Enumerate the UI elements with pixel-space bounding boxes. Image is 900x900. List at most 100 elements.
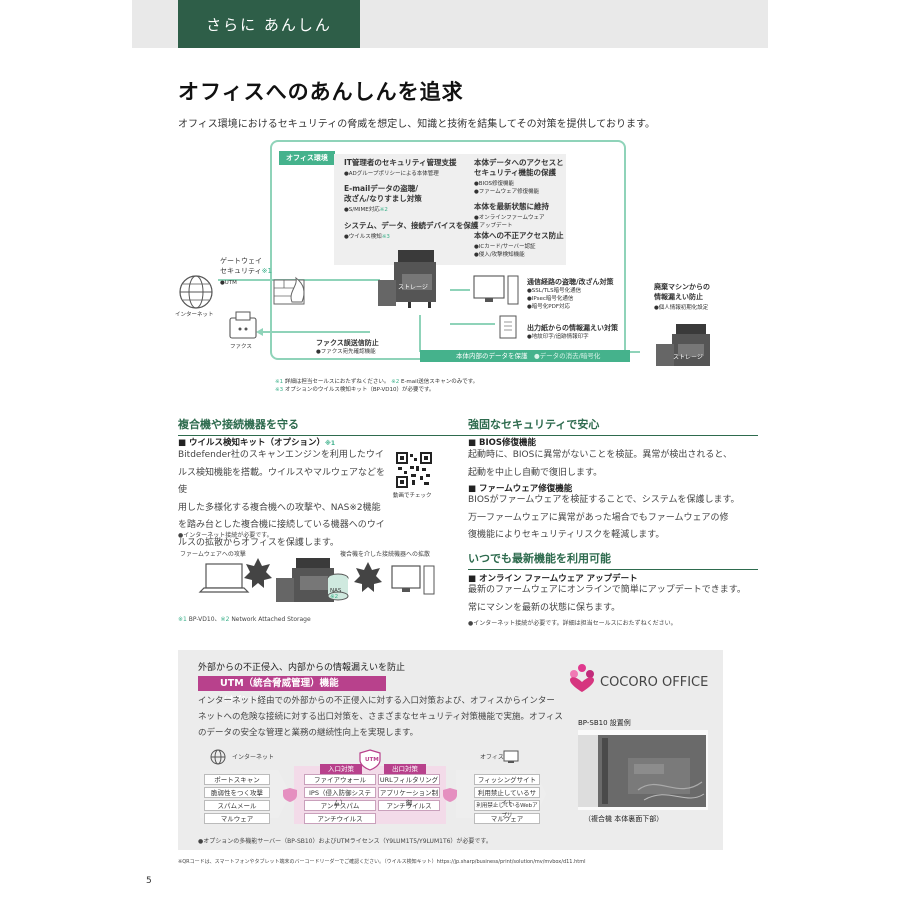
fw-subheading: ■ ファームウェア修復機能 [468,484,573,494]
it-admin-block: IT管理者のセキュリティ管理支援 ●ADグループポリシーによる本体管理 [344,158,456,178]
comm-title: 通信経路の盗聴/改ざん対策 [527,278,614,286]
fw-text: BIOSがファームウェアを検証することで、システムを保護します。 万一ファームウ… [468,492,740,545]
utm-heading: 外部からの不正侵入、内部からの情報漏えいを防止 [198,663,406,673]
virus-kit-subheading: ■ ウイルス検知キット（オプション） [178,438,325,448]
note-mark: ※2 [391,379,400,385]
mfp-center-icon [378,250,436,308]
left-net-note: ●インターネット接続が必要です。 [178,532,273,539]
fax-prevent-block: ファクス誤送信防止 ●ファクス宛先確認機能 [316,338,379,356]
nas-label: NAS※2 [330,588,341,600]
threat-item: スパムメール [204,800,270,811]
storage-bar: 本体内部のデータを保護 ●データの消去/暗号化 [420,350,630,362]
note-text: 詳細は担当セールスにおたずねください。 [283,379,392,385]
threat-item: マルウェア [204,813,270,824]
comm-block: 通信経路の盗聴/改ざん対策 ●SSL/TLS暗号化通信 ●IPsec暗号化通信 … [527,277,614,311]
access-block: 本体データへのアクセスと セキュリティ機能の保護 ●BIOS修復機能 ●ファーム… [474,158,564,196]
para-line: インターネット経由での外部からの不正侵入に対する入口対策および、オフィスからイン… [198,696,555,706]
para-line: 最新のファームウェアにオンラインで簡単にアップデートできます。 [468,585,746,595]
foot-mark: ※2 [220,616,230,623]
access-title-2: セキュリティ機能の保護 [474,168,557,177]
nas-text: NAS [330,588,342,594]
print-title: 出力紙からの情報漏えい対策 [527,324,618,332]
monitor-icon [503,750,519,763]
comm-item-1: ●SSL/TLS暗号化通信 [527,288,582,294]
threats-left-list: ポートスキャン 脆弱性をつく攻撃 スパムメール マルウェア [204,774,270,824]
bios-text: 起動時に、BIOSに異常がないことを検証。異常が検出されると、 起動を中止し自動… [468,447,732,482]
utm-title: UTM（統合脅威管理）機能 [220,678,339,689]
online-subheading: ■ オンライン ファームウェア アップデート [468,574,638,584]
lead-text: オフィス環境におけるセキュリティの脅威を想定し、知識と技術を結集してその対策を提… [178,119,655,130]
system-block: システム、データ、接続デバイスを保護 ●ウイルス検知※3 [344,221,478,241]
storage-label: ストレージ [398,284,428,291]
attack-device-label: 複合機を介した接続機器への拡散 [340,551,431,558]
measure-item: URLフィルタリング [378,774,440,785]
utm-note: ●オプションの多機能サーバー（BP-SB10）およびUTMライセンス（Y9LUM… [198,838,492,845]
para-line: 万一ファームウェアに異常があった場合でもファームウェアの修 [468,512,729,523]
foot-mark: ※1 [178,616,187,623]
utm-badge: UTM [365,757,379,763]
threat-item: ポートスキャン [204,774,270,785]
it-admin-item: ●ADグループポリシーによる本体管理 [344,171,439,177]
bp-sb10-photo [578,730,708,810]
email-item: ●S/MIME対応 [344,207,380,213]
office-label: オフィス環境 [279,151,335,165]
para-line: ネットへの危険な接続に対する出口対策を、さまざまなセキュリティ対策機能で実施。オ… [198,712,563,722]
foot-text: BP-VD10、 [186,616,221,623]
virus-kit-mark: ※1 [325,440,336,447]
fax-prevent-item: ●ファクス宛先確認機能 [316,349,376,355]
measure-item: ファイアウォール [304,774,376,785]
para-line: 復機能によりセキュリティリスクを軽減します。 [468,530,665,540]
comm-item-2: ●IPsec暗号化通信 [527,296,574,302]
photo-caption: （複合機 本体裏面下部） [584,815,664,823]
disposal-block: 廃棄マシンからの 情報漏えい防止 ●個人情報初期化設定 [654,282,710,312]
footer-note: ※QRコードは、スマートフォンやタブレット端末のバーコードリーダーでご確認くださ… [178,859,586,865]
cocoro-logo-icon [570,664,594,692]
qr-code[interactable] [396,452,432,488]
page-title: オフィスへのあんしんを追求 [178,80,464,104]
virus-kit-text: Bitdefender社のスキャンエンジンを利用したウイ ルス検知機能を搭載。ウ… [178,447,393,552]
storage-bar-item: ●データの消去/暗号化 [534,352,601,360]
threat-item: マルウェア [474,813,540,824]
photo-title: BP-SB10 設置例 [578,719,631,727]
measure-item: アンチスパム [304,800,376,811]
threat-item: フィッシングサイト [474,774,540,785]
latest-item-2: アップデート [474,223,513,229]
para-line: 起動時に、BIOSに異常がないことを検証。異常が検出されると、 [468,450,732,460]
pc-icon [391,565,435,595]
access-item-2: ●ファームウェア修復機能 [474,189,540,195]
note-text: オプションのウイルス検知キット（BP-VD10）が必要です。 [283,387,435,393]
illegal-item-2: ●侵入/攻撃検知機能 [474,252,525,258]
para-line: 用した多様化する複合機への攻撃や、NAS※2機能 [178,502,381,513]
para-line: 常にマシンを最新の状態に保ちます。 [468,602,621,613]
latest-title: 本体を最新状態に維持 [474,202,549,211]
gateway-mark: ※1 [261,267,272,275]
nas-icon [327,573,349,601]
internet-label: インターネット [175,312,214,318]
utm-title-bar: UTM（統合脅威管理）機能 （オプション） [198,676,386,703]
right-note: ●インターネット接続が必要です。詳細は担当セールスにおたずねください。 [468,620,677,627]
gateway-item: ●UTM [220,280,237,286]
virus-icon [354,562,382,592]
utm-office-label: オフィス [480,754,504,761]
measure-item: アンチウイルス [304,813,376,824]
storage-label-2: ストレージ [673,354,703,361]
illegal-block: 本体への不正アクセス防止 ●ICカード/サーバー認証 ●侵入/攻撃検知機能 [474,231,564,259]
globe-icon [210,749,226,765]
diagram-svg [179,250,710,366]
illegal-item-1: ●ICカード/サーバー認証 [474,244,536,250]
it-admin-title: IT管理者のセキュリティ管理支援 [344,158,457,167]
email-mark: ※2 [379,207,388,213]
laptop-icon [198,563,250,593]
exit-label: 出口対策 [384,764,426,774]
qr-label: 動画でチェック [393,493,432,499]
note-mark: ※3 [275,387,284,393]
header-tab: さらに あんしん [178,0,360,48]
measure-item: アンチウイルス [378,800,440,811]
shield-icon [359,749,381,771]
comm-item-3: ●暗号化PDF対応 [527,304,571,310]
feature-box [334,154,566,265]
firewall-icon [273,276,305,305]
utm-title-option: （オプション） [220,695,269,703]
illegal-title: 本体への不正アクセス防止 [474,231,564,240]
shield-icon [283,788,297,802]
